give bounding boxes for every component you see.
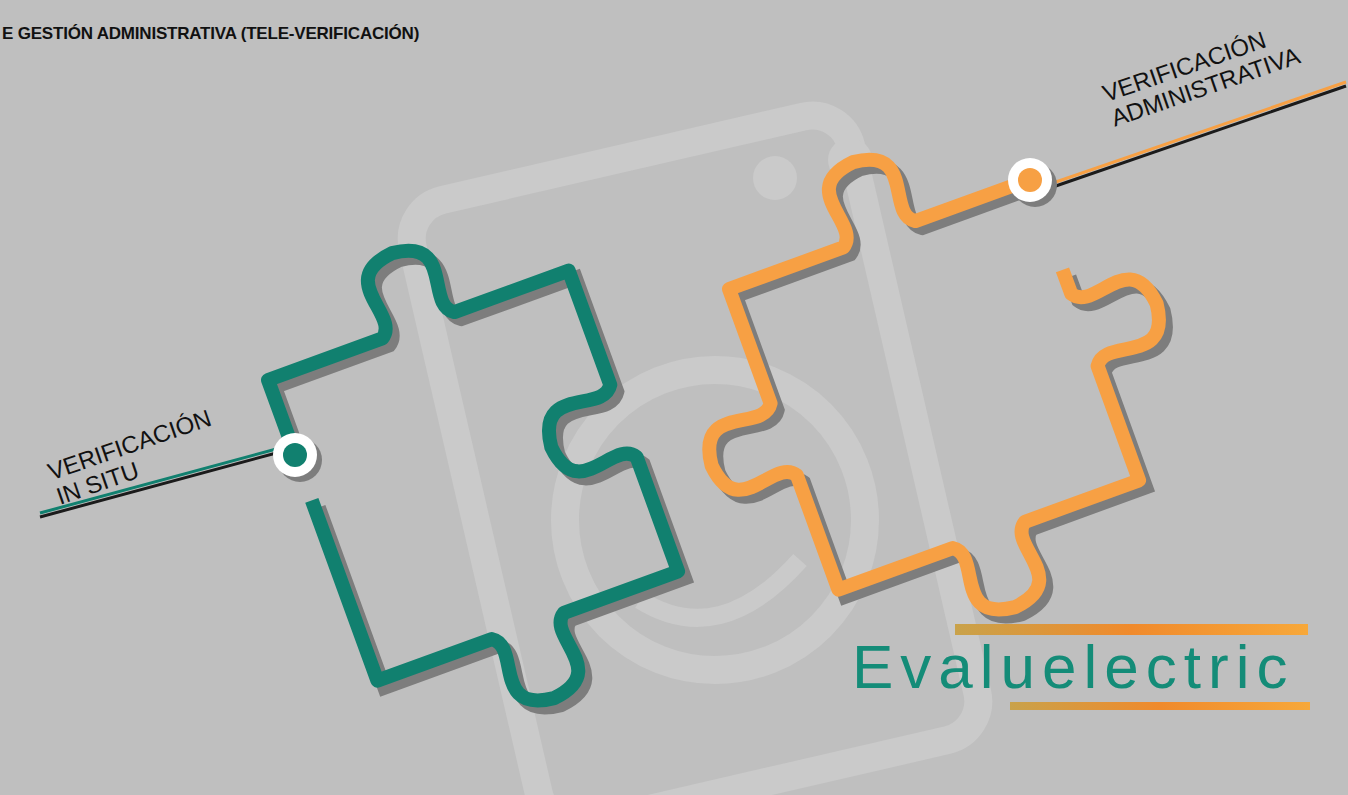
- puzzle-piece: [268, 251, 678, 701]
- section-label: VERIFICACIÓN ADMINISTRATIVA: [1099, 12, 1319, 131]
- puzzle-piece: [709, 160, 1159, 610]
- page-heading: E GESTIÓN ADMINISTRATIVA (TELE-VERIFICAC…: [2, 24, 419, 44]
- marker-dot: [273, 433, 317, 477]
- markers: [273, 158, 1057, 482]
- marker-dot: [283, 443, 307, 467]
- section-label: VERIFICACIÓN IN SITU: [45, 400, 237, 509]
- leader-lines: [40, 82, 1346, 517]
- marker-dot: [1018, 168, 1042, 192]
- brand-logo: Evaluelectric: [852, 632, 1294, 702]
- marker-dot: [1008, 158, 1052, 202]
